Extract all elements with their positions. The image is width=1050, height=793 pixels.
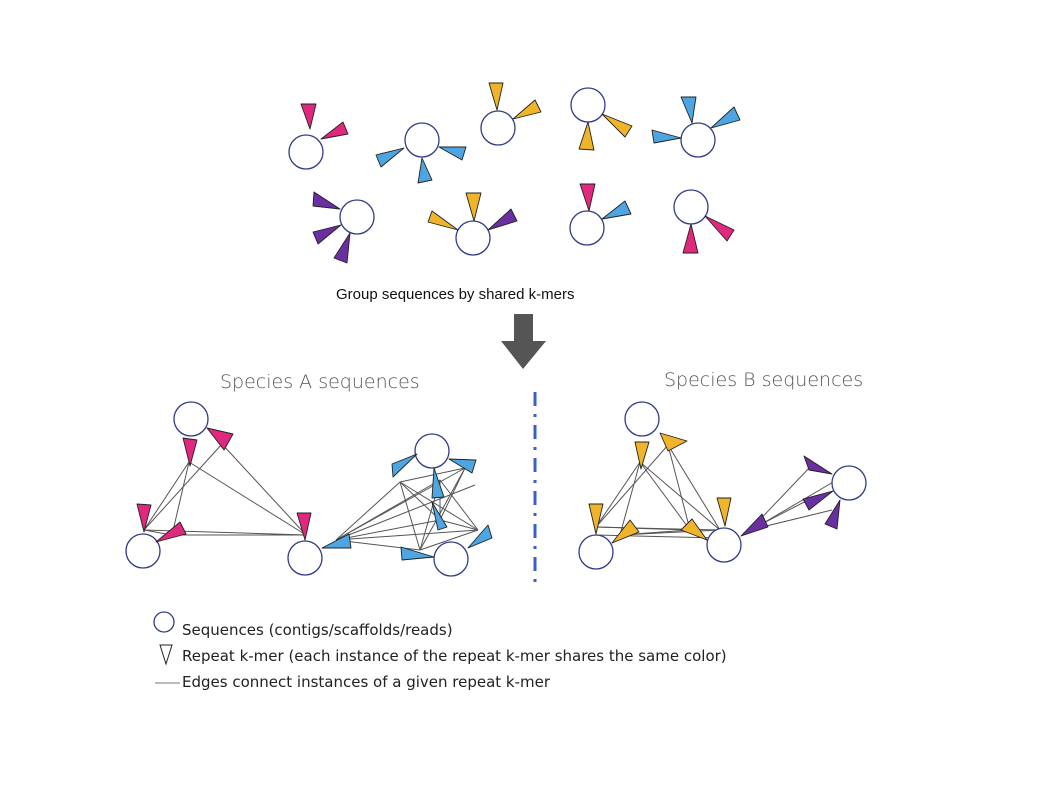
sequence-node: [288, 103, 349, 170]
edges: [595, 444, 841, 539]
kmer-marker: [588, 503, 604, 535]
sequence-node: [312, 191, 375, 264]
kmer-marker: [431, 501, 448, 531]
kmer-marker: [710, 106, 741, 129]
kmer-marker: [417, 157, 433, 184]
sequence-node: [433, 541, 469, 577]
legend-symbols: [153, 611, 180, 684]
sequence-node: [125, 533, 161, 569]
kmer-marker: [824, 499, 841, 530]
kmer-marker: [465, 192, 482, 222]
kmer-marker: [312, 224, 342, 245]
edges: [143, 443, 479, 551]
kmer-marker: [136, 503, 152, 533]
species-a-title: Species A sequences: [220, 371, 420, 393]
kmer-marker: [651, 129, 682, 144]
legend-sequence-icon: [153, 611, 175, 633]
kmer-marker: [803, 455, 833, 475]
kmer-marker: [300, 103, 317, 130]
species-a-cluster: [125, 401, 493, 577]
sequence-node: [414, 433, 450, 469]
kmer-marker: [659, 432, 688, 452]
sequence-node: [569, 183, 632, 246]
kmer-marker: [182, 437, 198, 467]
kmer-marker: [634, 441, 650, 470]
kmer-marker: [448, 458, 477, 474]
kmer-marker: [431, 467, 445, 499]
legend-edges-label: Edges connect instances of a given repea…: [182, 673, 551, 691]
sequence-node: [287, 540, 323, 576]
kmer-marker: [321, 533, 352, 549]
kmer-marker: [704, 215, 735, 242]
grouping-caption: Group sequences by shared k-mers: [336, 286, 575, 303]
kmer-marker: [740, 513, 769, 537]
kmer-marker: [716, 497, 732, 527]
legend-kmer-icon: [159, 644, 173, 666]
kmer-marker: [391, 453, 418, 478]
kmer-marker: [400, 546, 435, 561]
kmer-marker: [333, 232, 351, 264]
kmer-marker: [438, 146, 467, 161]
kmer-marker: [467, 524, 493, 549]
kmer-marker: [611, 519, 640, 544]
kmer-marker: [488, 82, 504, 111]
kmer-marker: [578, 121, 595, 151]
kmer-marker: [579, 183, 596, 212]
sequence-node: [651, 96, 741, 158]
kmer-marker: [512, 99, 542, 120]
sequence-node: [706, 527, 742, 563]
kmer-marker: [601, 200, 632, 220]
sequence-node: [673, 189, 735, 254]
sequence-node: [480, 82, 542, 146]
species-b-title: Species B sequences: [664, 369, 864, 391]
kmer-marker: [601, 113, 633, 138]
kmer-marker: [682, 223, 699, 254]
kmer-marker: [680, 518, 708, 541]
sequence-node: [173, 401, 209, 437]
kmer-marker: [375, 147, 405, 168]
sequence-node: [375, 122, 467, 184]
sequence-node: [578, 534, 614, 570]
species-b-cluster: [578, 401, 867, 570]
legend-sequences-label: Sequences (contigs/scaffolds/reads): [182, 621, 453, 639]
sequence-node: [831, 465, 867, 501]
kmer-marker: [296, 512, 312, 541]
legend-kmer-label: Repeat k-mer (each instance of the repea…: [182, 647, 727, 665]
down-arrow-icon: [501, 314, 546, 369]
kmer-marker: [155, 521, 187, 543]
kmer-marker: [320, 121, 349, 140]
kmer-marker: [312, 191, 341, 210]
sequence-node: [427, 192, 518, 256]
kmer-marker: [206, 427, 234, 451]
kmer-marker: [802, 490, 834, 511]
kmer-marker: [427, 210, 459, 231]
kmer-marker: [487, 208, 518, 231]
unclustered-sequences: [288, 82, 741, 264]
kmer-marker: [680, 96, 697, 124]
sequence-node: [570, 87, 633, 151]
sequence-node: [624, 401, 660, 437]
